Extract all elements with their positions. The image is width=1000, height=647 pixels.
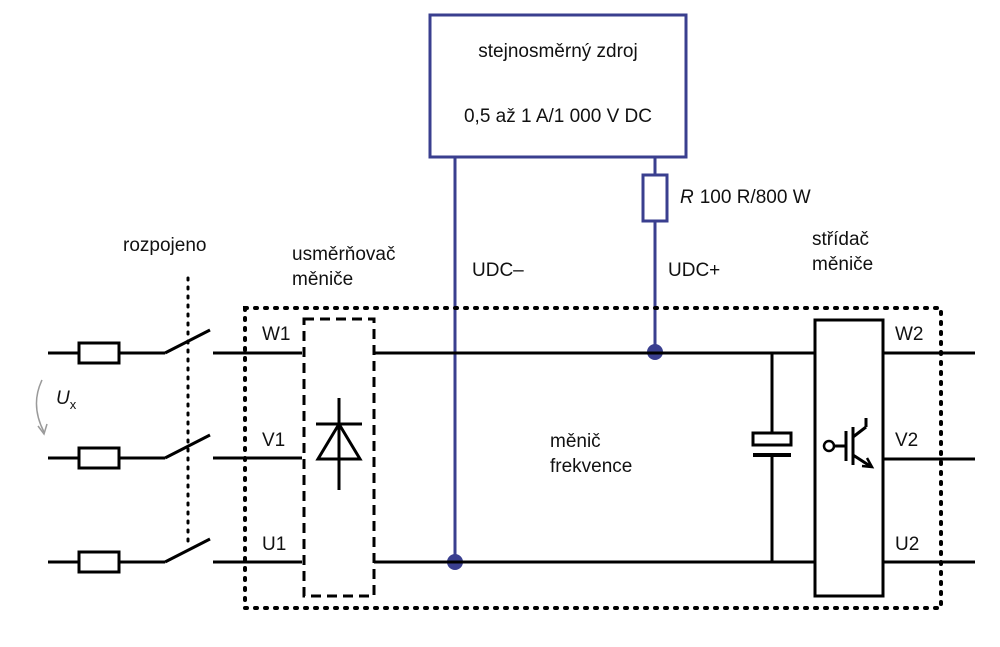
rectifier-label-line2: měniče [292,269,353,290]
converter-label-line1: měnič [550,431,601,452]
rectifier-label-line1: usměrňovač [292,244,396,265]
dc-source-rating: 0,5 až 1 A/1 000 V DC [464,106,652,127]
switch-v [164,433,211,460]
diode-symbol [315,398,363,490]
dc-source: stejnosměrný zdroj 0,5 až 1 A/1 000 V DC [428,13,688,159]
converter-label-line2: frekvence [550,456,632,477]
phase-w-input [48,328,302,365]
udc-minus-label: UDC– [472,260,524,281]
fuse-v [77,446,121,470]
dc-source-title: stejnosměrný zdroj [478,41,637,62]
inverter-label-line2: měniče [812,254,873,275]
resistor-label: R 100 R/800 W [680,187,811,208]
input-label-v1: V1 [262,430,285,451]
fuse-u [77,550,121,574]
switch-u [164,537,211,564]
output-label-w2: W2 [895,324,924,345]
output-label-v2: V2 [895,430,918,451]
switch-label: rozpojeno [123,235,206,256]
voltage-label: Ux [56,388,77,412]
input-label-u1: U1 [262,534,286,555]
phase-u-input [48,537,302,574]
input-label-w1: W1 [262,324,291,345]
inverter-label-line1: střídač [812,229,869,250]
dc-source-box [428,13,688,159]
inverter-box [813,318,885,598]
voltage-symbol: U [56,388,70,409]
switch-w [164,328,211,355]
voltage-arrowhead [37,423,48,436]
resistor-symbol: R [680,187,694,208]
voltage-subscript: x [70,397,77,412]
output-label-u2: U2 [895,534,919,555]
resistor [641,173,669,223]
phase-v-input [48,433,302,470]
udc-plus-label: UDC+ [668,260,720,281]
voltage-arrow [35,379,45,433]
resistor-value: 100 R/800 W [700,187,811,208]
fuse-w [77,341,121,365]
igbt-symbol [822,418,875,469]
capacitor [751,353,793,562]
